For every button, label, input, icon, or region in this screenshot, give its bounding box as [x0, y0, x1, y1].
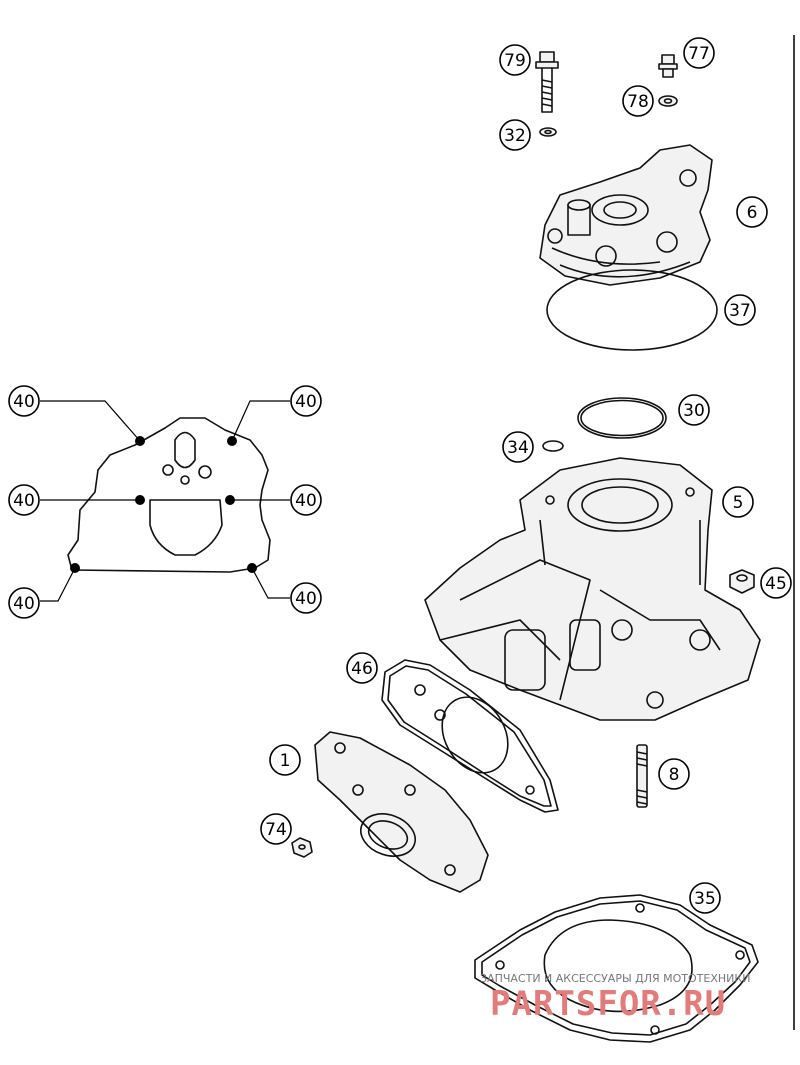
gasket-46	[381, 659, 559, 813]
stud-8	[636, 744, 648, 808]
callout-37: 37	[724, 294, 756, 326]
callout-79: 79	[499, 44, 531, 76]
nut-45	[729, 569, 755, 594]
watermark: ЗАПЧАСТИ И АКСЕССУАРЫ ДЛЯ МОТОТЕХНИКИ PA…	[480, 972, 750, 1024]
svg-text:46: 46	[351, 659, 373, 679]
callout-74: 74	[260, 813, 292, 845]
svg-text:40: 40	[13, 392, 35, 412]
callout-45: 45	[760, 567, 792, 599]
cylinder-5	[424, 457, 761, 721]
svg-text:40: 40	[295, 589, 317, 609]
svg-text:5: 5	[733, 493, 744, 513]
svg-text:35: 35	[694, 889, 716, 909]
svg-text:40: 40	[295, 392, 317, 412]
intake-flange-1	[314, 731, 489, 893]
callout-5: 5	[722, 486, 754, 518]
callout-8: 8	[658, 758, 690, 790]
oring-34	[542, 440, 564, 452]
callout-40-mid-left: 40	[8, 484, 40, 516]
callout-40-bottom-left: 40	[8, 587, 40, 619]
washer-32	[539, 127, 557, 137]
washer-78	[658, 95, 678, 107]
callout-1: 1	[269, 744, 301, 776]
callout-40-top-left: 40	[8, 385, 40, 417]
callout-35: 35	[689, 882, 721, 914]
svg-text:45: 45	[765, 574, 787, 594]
head-oring-37	[546, 269, 718, 351]
base-gasket-35	[474, 894, 759, 1043]
oring-30	[577, 397, 667, 439]
watermark-tagline: ЗАПЧАСТИ И АКСЕССУАРЫ ДЛЯ МОТОТЕХНИКИ	[480, 972, 750, 985]
cylinder-head-6	[539, 144, 713, 286]
svg-text:40: 40	[13, 594, 35, 614]
watermark-brand: PARTSFOR.RU	[490, 984, 726, 1024]
nut-74	[291, 837, 313, 858]
bolt-79	[535, 51, 559, 113]
svg-text:40: 40	[13, 491, 35, 511]
callout-40-bottom-right: 40	[290, 582, 322, 614]
svg-text:78: 78	[627, 92, 649, 112]
svg-text:40: 40	[295, 491, 317, 511]
callout-77: 77	[683, 37, 715, 69]
callout-30: 30	[678, 394, 710, 426]
callout-78: 78	[622, 85, 654, 117]
svg-text:1: 1	[280, 751, 291, 771]
callout-34: 34	[502, 431, 534, 463]
callout-40-top-right: 40	[290, 385, 322, 417]
svg-text:32: 32	[504, 126, 526, 146]
svg-text:77: 77	[688, 44, 710, 64]
svg-text:8: 8	[669, 765, 680, 785]
gasket-detail-40	[40, 400, 290, 602]
svg-text:74: 74	[265, 820, 287, 840]
callout-6: 6	[736, 196, 768, 228]
svg-text:34: 34	[507, 438, 529, 458]
callout-32: 32	[499, 119, 531, 151]
callout-40-mid-right: 40	[290, 484, 322, 516]
bolt-77	[658, 54, 678, 78]
callout-46: 46	[346, 652, 378, 684]
svg-text:37: 37	[729, 301, 751, 321]
svg-text:30: 30	[683, 401, 705, 421]
svg-text:79: 79	[504, 51, 526, 71]
svg-text:6: 6	[747, 203, 758, 223]
